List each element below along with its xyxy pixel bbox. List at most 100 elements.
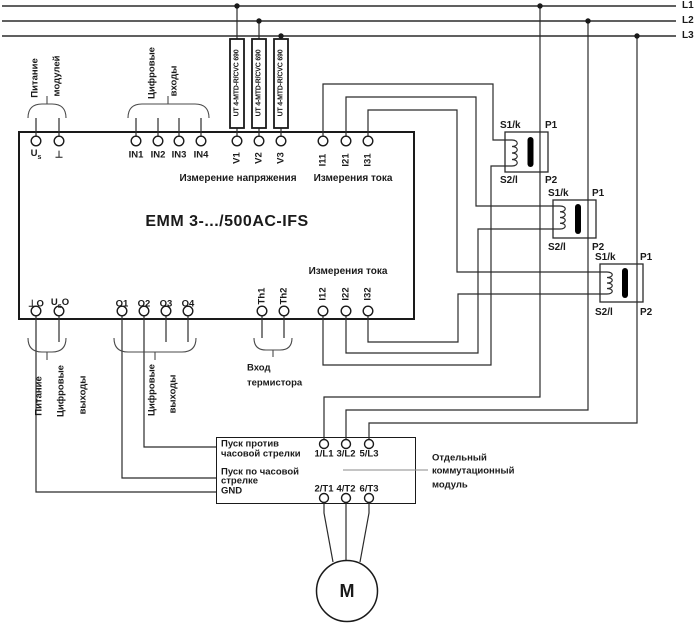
output-supply-label-1: Питание [33, 376, 45, 416]
ct2-p1-label: P1 [592, 188, 605, 199]
o1-control-wire [121, 316, 216, 479]
terminal-th2: Th2 [278, 287, 290, 305]
voltage-measurement-label: Измерение напряжения [179, 173, 297, 184]
gnd-label: GND [221, 485, 243, 497]
digital-inputs-label-1: Цифровые [146, 47, 158, 99]
ct1-s2-label: S2/l [500, 175, 518, 186]
terminal-th1: Th1 [256, 287, 268, 305]
cw-start-label-1: Пуск по часовой [221, 466, 299, 478]
terminal-i21: I21 [340, 153, 352, 167]
current-measurement-bottom-label: Измерения тока [308, 266, 388, 277]
ct1-coil [505, 139, 518, 167]
terminal-uo: UsO [50, 297, 70, 310]
thermistor-input-label-2: термистора [247, 377, 303, 389]
group-brackets [27, 96, 293, 360]
i31-feed-wire [367, 109, 600, 273]
digital-outputs-label-2: выходы [167, 374, 179, 414]
ct3-coil [600, 271, 613, 295]
terminal-o2: O2 [137, 298, 151, 310]
terminal-in4: IN4 [193, 149, 209, 161]
ct3-core-bar [622, 268, 628, 298]
ct1-p2-label: P2 [545, 175, 558, 186]
output-supply-label-2: Цифровые [55, 365, 67, 417]
digital-outputs-label-1: Цифровые [146, 364, 158, 416]
terminal-i11: I11 [317, 153, 329, 167]
ct2-core-bar [575, 204, 581, 234]
motor-wire-t1 [323, 503, 334, 563]
terminal-in2: IN2 [150, 149, 166, 161]
emm-top-terminal-circles [30, 135, 374, 147]
terminal-3l2: 3/L2 [336, 448, 356, 460]
switch-module-callout-3: модуль [432, 479, 468, 491]
motor-circle [315, 559, 379, 623]
o2-control-wire [143, 316, 216, 448]
junction-dots [234, 3, 640, 39]
rail-label-l2: L2 [682, 15, 694, 26]
i11-feed-wire [322, 83, 505, 141]
terminal-i12: I12 [317, 287, 329, 301]
terminal-o1: O1 [115, 298, 129, 310]
ct2-p2-label: P2 [592, 242, 605, 253]
ct1-core-bar [527, 137, 534, 167]
ccw-start-label-2: часовой стрелки [221, 448, 301, 460]
i12-return-wire [322, 165, 505, 366]
current-transformer-3 [599, 263, 644, 303]
ct2-s1-label: S1/k [548, 188, 569, 199]
ut-module-label-2: UT 4-MTD-R/CVC 690 [255, 49, 263, 117]
terminal-i32: I32 [362, 287, 374, 301]
ut-module-label-1: UT 4-MTD-R/CVC 690 [233, 49, 241, 117]
i21-feed-wire [345, 96, 553, 207]
terminal-us: Us [30, 148, 42, 161]
terminal-4t2: 4/T2 [336, 483, 356, 495]
switch-module-callout-1: Отдельный [432, 452, 487, 464]
power-rails [2, 5, 676, 37]
rail-label-l3: L3 [682, 30, 694, 41]
terminal-1l1: 1/L1 [314, 448, 334, 460]
emm-bottom-terminal-circles [30, 305, 374, 317]
ct3-p2-label: P2 [640, 307, 653, 318]
terminal-i31: I31 [362, 153, 374, 167]
current-transformer-2 [552, 199, 597, 239]
terminal-in1: IN1 [128, 149, 144, 161]
primary-l2-wire [345, 21, 589, 440]
terminal-v2: V2 [253, 152, 265, 164]
terminal-o4: O4 [181, 298, 195, 310]
terminal-5l3: 5/L3 [359, 448, 379, 460]
current-transformer-1 [504, 131, 549, 173]
thermistor-input-label-1: Вход [247, 362, 271, 374]
ct3-s1-label: S1/k [595, 252, 616, 263]
voltage-tap-boxes [229, 38, 289, 129]
terminal-ground: ⊥ [54, 149, 64, 161]
cw-start-label-2: стрелке [221, 475, 259, 487]
switch-module-terminal-circles [318, 438, 375, 504]
terminal-in3: IN3 [171, 149, 187, 161]
primary-l3-wire [368, 36, 638, 440]
terminal-i22: I22 [340, 287, 352, 301]
emm-device-box [18, 131, 415, 320]
terminal-o3: O3 [159, 298, 173, 310]
motor-wire-t3 [359, 503, 370, 563]
ct1-s1-label: S1/k [500, 120, 521, 131]
gnd-control-wire [35, 316, 216, 493]
ct2-coil [553, 205, 566, 230]
terminal-v3: V3 [275, 152, 287, 164]
ct3-s2-label: S2/l [595, 307, 613, 318]
emm-title: EMM 3-.../500AC-IFS [145, 213, 309, 230]
i32-return-wire [367, 293, 600, 343]
current-measurement-top-label: Измерения тока [313, 173, 393, 184]
ct1-p1-label: P1 [545, 120, 558, 131]
switch-module-callout-2: коммутационный [432, 465, 515, 477]
module-supply-label-2: модулей [51, 55, 63, 97]
output-supply-label-3: выходы [77, 375, 89, 415]
ct2-s2-label: S2/l [548, 242, 566, 253]
digital-inputs-label-2: входы [168, 65, 180, 97]
ct3-p1-label: P1 [640, 252, 653, 263]
motor-label: M [339, 581, 355, 601]
rail-label-l1: L1 [682, 0, 694, 11]
terminal-2t1: 2/T1 [314, 483, 334, 495]
module-supply-label-1: Питание [29, 58, 41, 98]
i22-return-wire [345, 228, 553, 354]
